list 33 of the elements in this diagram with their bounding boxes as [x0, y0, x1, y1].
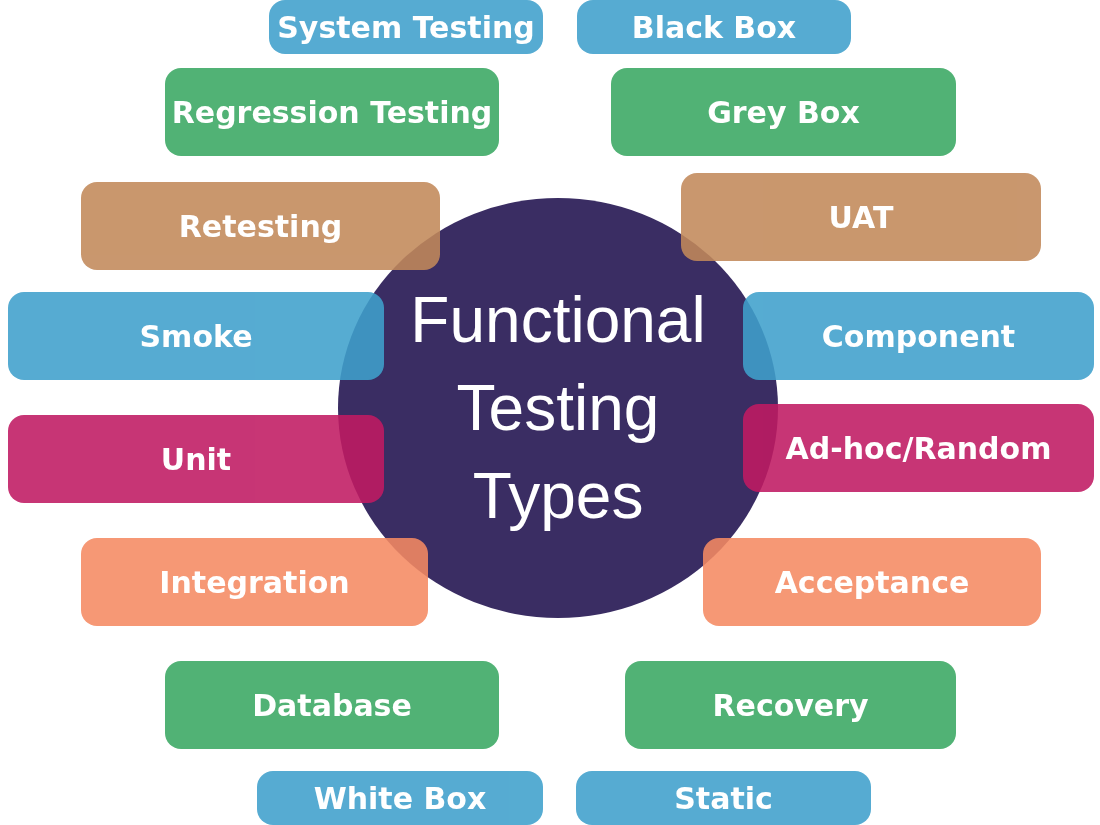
label-text: Ad-hoc/Random — [785, 430, 1052, 466]
category-box — [165, 661, 499, 749]
title-text: Functional Testing Types — [409, 282, 707, 535]
label-text: Database — [252, 687, 412, 723]
category-box — [257, 771, 543, 825]
category-box — [165, 68, 499, 156]
category-box — [681, 173, 1041, 261]
label-text: Smoke — [139, 318, 253, 354]
label-text: UAT — [828, 199, 894, 235]
label-text: System Testing — [277, 9, 535, 45]
label-text: Component — [821, 318, 1016, 354]
label-text: Unit — [160, 441, 232, 477]
label-text: Black Box — [631, 9, 797, 45]
category-box — [269, 0, 543, 54]
label-text: Integration — [159, 564, 350, 600]
category-box — [8, 292, 384, 380]
category-box — [611, 68, 956, 156]
category-box — [8, 415, 384, 503]
category-box — [625, 661, 956, 749]
label-text: Grey Box — [707, 94, 860, 130]
category-box — [81, 538, 428, 626]
category-box — [81, 182, 440, 270]
label-text: Acceptance — [774, 564, 970, 600]
label-text: White Box — [313, 780, 487, 816]
category-box — [743, 292, 1094, 380]
category-box — [577, 0, 851, 54]
category-box — [576, 771, 871, 825]
label-text: Static — [674, 780, 773, 816]
label-text: Recovery — [712, 687, 869, 723]
label-text: Retesting — [178, 208, 343, 244]
label-text: Regression Testing — [171, 94, 493, 130]
category-box — [703, 538, 1041, 626]
category-box — [743, 404, 1094, 492]
